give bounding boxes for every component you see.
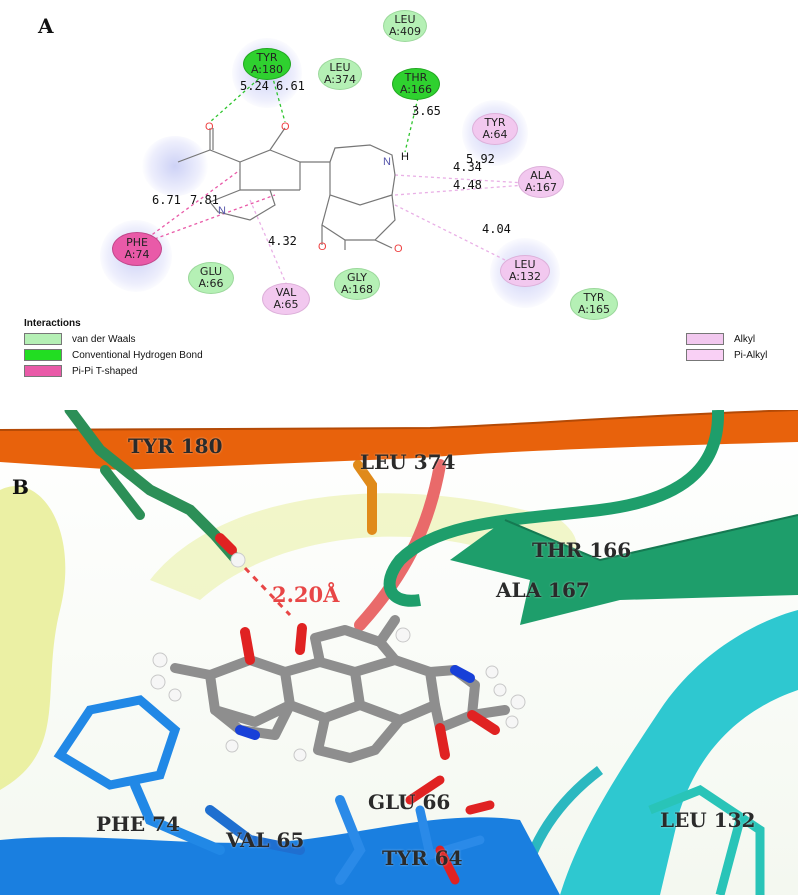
alkyl-line (394, 204, 516, 266)
panel-letter-a: A (38, 14, 54, 38)
atom-oxygen: O (281, 121, 290, 133)
atom-oxygen: O (318, 241, 327, 253)
legend-title: Interactions (24, 318, 81, 329)
glu66-stick (335, 795, 366, 885)
label-thr166: THR 166 (532, 538, 632, 562)
atom-hydrogen: H (401, 151, 409, 163)
ribbon-blue (0, 817, 560, 895)
legend-swatch (24, 349, 62, 361)
hbond-distance-label: 2.20Å (272, 582, 340, 607)
distance-label: 4.48 (453, 178, 482, 192)
distance-label: 6.61 (276, 79, 305, 93)
label-glu66: GLU 66 (368, 790, 451, 814)
tyr180-hydroxyl (215, 533, 237, 555)
distance-label: 7.81 (190, 193, 219, 207)
legend-swatch (24, 365, 62, 377)
ligand-structure-svg: O O O O N N H (137, 74, 526, 289)
distance-label: 5.92 (466, 152, 495, 166)
ribbon-green-loop (383, 410, 725, 607)
panel-letter-b: B (12, 475, 29, 499)
atom-oxygen: O (394, 243, 403, 255)
phe74-ring (53, 695, 181, 790)
ribbon-yellow-helix (150, 493, 577, 600)
distance-label: 3.65 (412, 104, 441, 118)
distance-label: 4.34 (453, 160, 482, 174)
label-val65: VAL 65 (226, 828, 305, 852)
ribbon-green-arrow (450, 515, 798, 625)
legend-swatch (686, 333, 724, 345)
hbond-line (271, 74, 286, 123)
label-tyr64: TYR 64 (382, 846, 463, 870)
legend-item-vdw: van der Waals (24, 333, 136, 345)
distance-label: 6.71 (152, 193, 181, 207)
val65-stick (205, 805, 305, 855)
ribbon-orange (0, 410, 798, 470)
interaction-diagram-2d: A (0, 0, 798, 410)
distance-label: 4.32 (268, 234, 297, 248)
legend-swatch (686, 349, 724, 361)
legend-swatch (24, 333, 62, 345)
docking-pose-3d: B TYR 180 LEU 374 THR 166 ALA 167 2.20Å … (0, 410, 798, 895)
distance-label: 5.24 (240, 79, 269, 93)
label-leu374: LEU 374 (360, 450, 456, 474)
label-tyr180: TYR 180 (128, 434, 223, 458)
legend-item-pipi: Pi-Pi T-shaped (24, 365, 137, 377)
leu132-stick (648, 784, 765, 895)
tyr64-hydroxyl (405, 775, 445, 805)
atom-nitrogen: N (383, 156, 391, 168)
legend-item-hbond: Conventional Hydrogen Bond (24, 349, 203, 361)
ligand-halo (142, 136, 208, 196)
label-ala167: ALA 167 (496, 578, 590, 602)
pipi-line (137, 194, 276, 246)
alkyl-line (394, 184, 526, 196)
legend-item-alkyl: Alkyl (686, 333, 755, 345)
distance-label: 4.04 (482, 222, 511, 236)
atom-nitrogen: N (218, 205, 226, 217)
atom-oxygen: O (205, 121, 214, 133)
legend-item-pi-alkyl: Pi-Alkyl (686, 349, 767, 361)
protein-ribbon-svg (0, 410, 798, 895)
alkyl-line (249, 199, 289, 289)
ribbon-yellow (0, 486, 66, 790)
label-leu132: LEU 132 (660, 808, 756, 832)
label-phe74: PHE 74 (96, 812, 180, 836)
alkyl-line (394, 174, 526, 184)
leu374-stick (353, 460, 377, 535)
ribbon-cyan (560, 610, 798, 895)
